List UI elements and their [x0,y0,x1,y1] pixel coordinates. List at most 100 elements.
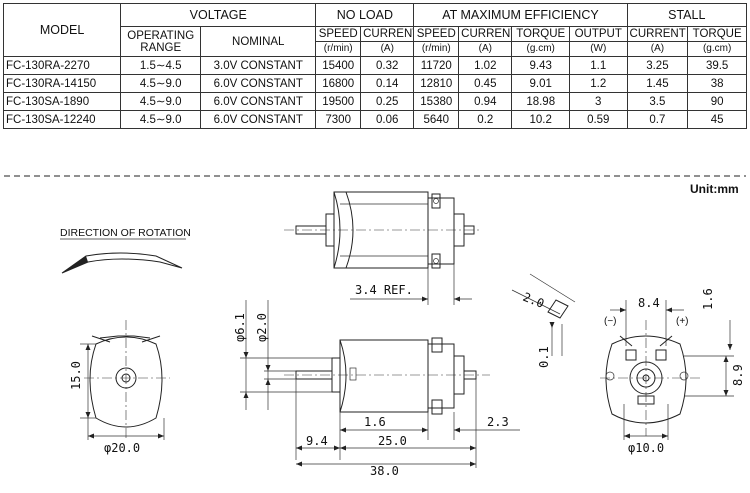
table-row: FC-130SA-12240 4.5∼9.0 6.0V CONSTANT 730… [2,110,747,129]
rotation-arrow-icon [61,252,183,274]
model-cell: FC-130SA-1890 [2,92,122,111]
unit-current: (A) [458,41,513,57]
table-cell: 0.2 [458,110,513,129]
table-cell: 0.25 [360,92,415,111]
unit-output: (W) [568,41,628,57]
model-cell: FC-130RA-14150 [2,74,122,93]
table-cell: 1.5∼4.5 [120,56,202,75]
stall-current-header: CURRENT [626,26,689,42]
table-cell: 3.25 [626,56,689,75]
table-cell: 1.2 [568,74,628,93]
body-dia-label: φ20.0 [104,441,140,455]
d250-label: 25.0 [378,434,407,448]
d84-label: 8.4 [638,296,660,310]
table-cell: 4.5∼9.0 [120,110,202,129]
eff-speed-header: SPEED [413,26,460,42]
unit-current: (A) [626,41,689,57]
d380-label: 38.0 [370,464,399,478]
unit-speed: (r/min) [315,41,362,57]
table-cell: 5640 [413,110,460,129]
table-cell: 4.5∼9.0 [120,74,202,93]
d94-label: 9.4 [306,434,328,448]
table-cell: 1.1 [568,56,628,75]
boss-dia-label: φ6.1 [233,313,247,342]
ref-dim-label: 3.4 REF. [355,283,413,297]
table-cell: 11720 [413,56,460,75]
d01-label: 0.1 [537,346,551,368]
table-cell: 7300 [315,110,362,129]
table-cell: 0.45 [458,74,513,93]
table-cell: 0.7 [626,110,689,129]
ref-dimension: 3.4 REF. [350,283,472,302]
motor-drawing: Unit:mm DIRECTION OF ROTATION 3.4 REF. [4,175,746,478]
unit-torque: (g.cm) [511,41,570,57]
table-cell: 0.06 [360,110,415,129]
d23-label: 2.3 [487,415,509,429]
model-cell: FC-130RA-2270 [2,56,122,75]
no-load-speed-header: SPEED [315,26,362,42]
table-cell: 19500 [315,92,362,111]
table-cell: 6.0V CONSTANT [200,92,317,111]
unit-torque: (g.cm) [687,41,747,57]
table-cell: 12810 [413,74,460,93]
terminal-pos-label: (+) [676,316,689,327]
table-cell: 15380 [413,92,460,111]
no-load-current-header: CURRENT [360,26,415,42]
stall-header: STALL [626,3,748,27]
rotation-label: DIRECTION OF ROTATION [60,227,191,239]
max-efficiency-header: AT MAXIMUM EFFICIENCY [413,3,628,27]
motor-end-view [600,300,734,440]
table-cell: 15400 [315,56,362,75]
motor-side-view [240,300,520,468]
table-cell: 0.14 [360,74,415,93]
table-cell: 9.43 [511,56,570,75]
table-cell: 6.0V CONSTANT [200,74,317,93]
height-dim-label: 15.0 [69,361,83,390]
d16-right-label: 1.6 [701,288,715,310]
motor-front-view [80,320,170,440]
table-cell: 1.45 [626,74,689,93]
table-cell: 45 [687,110,747,129]
model-header: MODEL [2,3,122,57]
d16-front-label: 1.6 [364,415,386,429]
table-cell: 0.94 [458,92,513,111]
voltage-header: VOLTAGE [120,3,317,27]
table-cell: 0.59 [568,110,628,129]
table-cell: 39.5 [687,56,747,75]
eff-torque-header: TORQUE [511,26,570,42]
d20-label: 2.0 [521,290,546,311]
table-cell: 3 [568,92,628,111]
end-dia-label: φ10.0 [628,441,664,455]
model-cell: FC-130SA-12240 [2,110,122,129]
table-cell: 18.98 [511,92,570,111]
table-cell: 4.5∼9.0 [120,92,202,111]
nominal-header: NOMINAL [200,26,317,57]
unit-speed: (r/min) [413,41,460,57]
terminal-neg-label: (−) [604,316,617,327]
operating-range-header: OPERATING RANGE [120,26,202,57]
terminal-detail [511,273,576,356]
table-row: FC-130RA-2270 1.5∼4.5 3.0V CONSTANT 1540… [2,56,747,75]
table-cell: 1.02 [458,56,513,75]
table-cell: 3.0V CONSTANT [200,56,317,75]
stall-torque-header: TORQUE [687,26,747,42]
motor-top-view [284,191,480,305]
table-cell: 0.32 [360,56,415,75]
eff-output-header: OUTPUT [568,26,628,42]
spec-table: MODEL VOLTAGE NO LOAD AT MAXIMUM EFFICIE… [2,3,748,129]
table-row: FC-130SA-1890 4.5∼9.0 6.0V CONSTANT 1950… [2,92,747,111]
shaft-dia-label: φ2.0 [255,313,269,342]
unit-label: Unit:mm [690,182,739,196]
table-cell: 90 [687,92,747,111]
table-cell: 9.01 [511,74,570,93]
table-cell: 10.2 [511,110,570,129]
unit-current: (A) [360,41,415,57]
eff-current-header: CURRENT [458,26,513,42]
table-row: FC-130RA-14150 4.5∼9.0 6.0V CONSTANT 168… [2,74,747,93]
table-cell: 3.5 [626,92,689,111]
table-cell: 6.0V CONSTANT [200,110,317,129]
no-load-header: NO LOAD [315,3,415,27]
table-cell: 16800 [315,74,362,93]
table-cell: 38 [687,74,747,93]
d89-label: 8.9 [731,364,745,386]
